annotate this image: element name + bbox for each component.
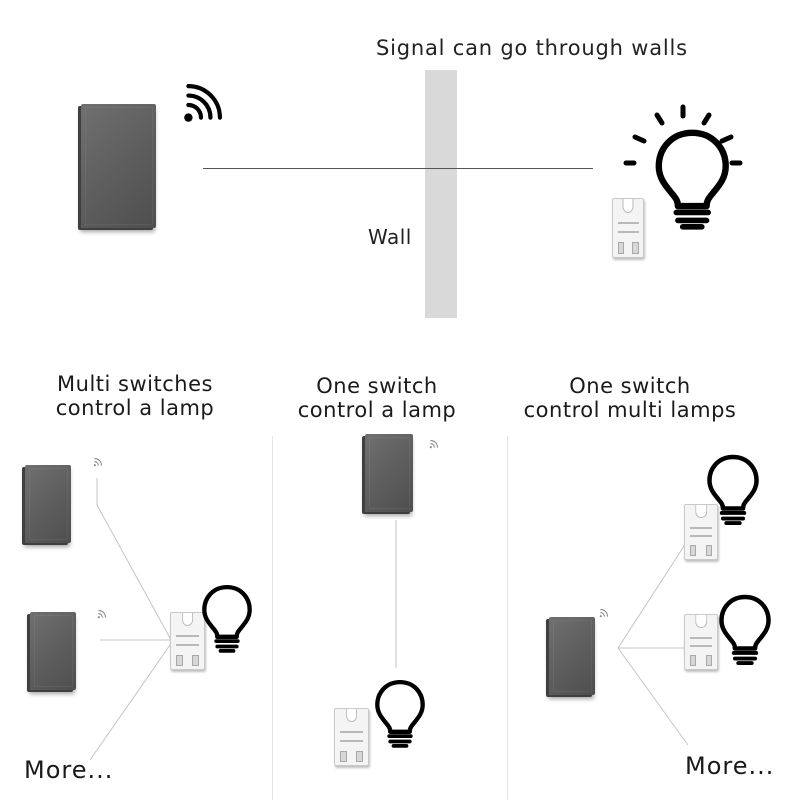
panel-caption: One switch control multi lamps	[520, 374, 740, 422]
wireless-signal-icon	[96, 606, 110, 620]
relay-receiver-icon	[612, 198, 644, 258]
relay-receiver-icon	[684, 504, 718, 560]
wireless-signal-icon	[428, 436, 442, 450]
caption-line-2: control multi lamps	[523, 398, 737, 423]
light-bulb-icon	[200, 575, 254, 663]
signal-line	[203, 168, 593, 169]
panel-caption: One switch control a lamp	[282, 374, 472, 422]
wall-switch-icon	[365, 434, 413, 512]
panel-divider	[507, 436, 508, 800]
wall-label: Wall	[368, 225, 412, 249]
light-bulb-icon	[373, 670, 427, 758]
caption-line-2: control a lamp	[55, 396, 215, 421]
wireless-signal-icon	[92, 454, 106, 468]
relay-receiver-icon	[170, 612, 205, 670]
wall-switch-icon	[81, 104, 156, 228]
wall-switch-icon	[549, 617, 595, 695]
caption-line-1: Multi switches	[57, 372, 213, 396]
wall-switch-icon	[25, 465, 71, 543]
wall	[425, 70, 457, 318]
light-bulb-icon	[705, 445, 761, 535]
relay-receiver-icon	[684, 614, 718, 670]
caption-line-1: One switch	[316, 374, 438, 398]
signal-caption: Signal can go through walls	[376, 36, 688, 60]
wall-switch-icon	[30, 612, 76, 690]
more-label: More...	[24, 756, 114, 784]
panel-caption: Multi switches control a lamp	[40, 372, 230, 420]
more-label: More...	[685, 752, 775, 780]
panel-divider	[272, 436, 273, 800]
caption-line-1: One switch	[569, 374, 691, 398]
relay-receiver-icon	[334, 708, 369, 766]
light-bulb-icon	[623, 104, 743, 240]
wireless-signal-icon	[598, 605, 612, 619]
light-bulb-icon	[717, 585, 773, 675]
caption-line-2: control a lamp	[297, 398, 457, 423]
